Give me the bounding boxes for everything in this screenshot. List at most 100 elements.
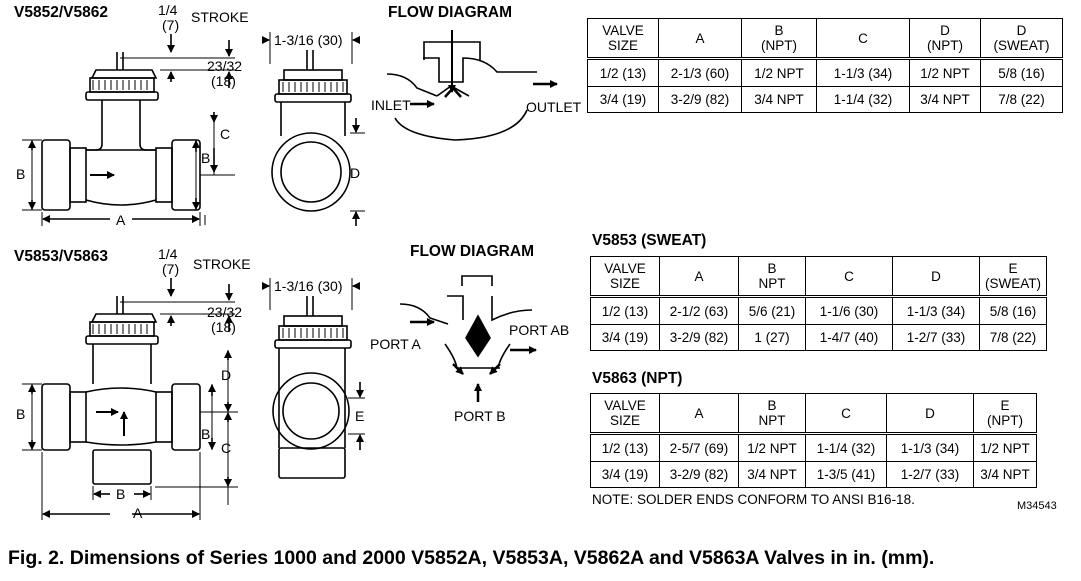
table-cell: 1-4/7 (40) — [805, 324, 893, 351]
top-stroke-mm: (7) — [162, 17, 180, 33]
table-cell: 3-2/9 (82) — [659, 324, 739, 351]
top-flow-title: FLOW DIAGRAM — [388, 4, 512, 21]
table-cell: 3/4 NPT — [909, 86, 981, 113]
table-cell: 3/4 (19) — [590, 324, 660, 351]
top-model-label: V5852/V5862 — [14, 4, 108, 21]
header-c: C — [816, 18, 910, 59]
figure-caption: Fig. 2. Dimensions of Series 1000 and 20… — [8, 547, 935, 569]
table-cell: 2-1/2 (63) — [659, 295, 739, 325]
table-cell: 3/4 NPT — [741, 86, 817, 113]
bottom-side-view — [262, 278, 365, 479]
table-cell: 1/2 NPT — [741, 57, 817, 87]
table-cell: 1-1/4 (32) — [805, 432, 887, 462]
table-cell: 1/2 NPT — [738, 432, 806, 462]
table-row: 1/2 (13) 2-5/7 (69) 1/2 NPT 1-1/4 (32) 1… — [590, 432, 1037, 462]
top-dim-b-right: B — [201, 150, 211, 166]
table-cell: 7/8 (22) — [979, 324, 1047, 351]
table-cell: 1/2 NPT — [909, 57, 981, 87]
table2-title: V5853 (SWEAT) — [592, 232, 707, 249]
top-height-fraction: 23/32 — [207, 58, 243, 74]
bottom-stroke-fraction: 1/4 — [158, 246, 178, 262]
header-a: A — [658, 18, 742, 59]
top-stroke-fraction: 1/4 — [158, 2, 178, 18]
bottom-height-fraction: 23/32 — [207, 304, 243, 320]
table-cell: 1-2/7 (33) — [892, 324, 980, 351]
table3-title: V5863 (NPT) — [592, 370, 683, 387]
bottom-dim-a: A — [133, 505, 143, 521]
table-cell: 1/2 (13) — [587, 57, 659, 87]
bottom-front-view — [22, 278, 238, 520]
top-dim-c: C — [220, 126, 231, 142]
header-c: C — [805, 256, 893, 297]
bottom-dim-b-left: B — [16, 406, 26, 422]
port-a-label: PORT A — [370, 336, 421, 352]
table-cell: 3/4 NPT — [738, 461, 806, 488]
table-cell: 1-3/5 (41) — [805, 461, 887, 488]
top-dim-d: D — [350, 165, 361, 181]
top-height-mm: (18) — [211, 73, 236, 89]
table-cell: 1-1/3 (34) — [886, 432, 974, 462]
bottom-dim-c: C — [221, 440, 232, 456]
bottom-height-mm: (18) — [211, 319, 236, 335]
table-cell: 3/4 (19) — [590, 461, 660, 488]
table-cell: 1 (27) — [738, 324, 806, 351]
bottom-dim-b-right: B — [201, 426, 211, 442]
top-dim-a: A — [116, 212, 126, 228]
table-cell: 1/2 (13) — [590, 432, 660, 462]
header-e-npt: E(NPT) — [973, 393, 1037, 434]
top-side-view — [262, 32, 365, 226]
table-cell: 1-1/3 (34) — [816, 57, 910, 87]
bottom-flow-diagram — [399, 275, 537, 402]
header-a: A — [659, 393, 739, 434]
table-row: 3/4 (19) 3-2/9 (82) 3/4 NPT 1-1/4 (32) 3… — [587, 86, 1063, 113]
bottom-model-label: V5853/V5863 — [14, 248, 108, 265]
bottom-dim-b-bottom: B — [116, 486, 126, 502]
table-cell: 3/4 NPT — [973, 461, 1037, 488]
table-cell: 1/2 NPT — [973, 432, 1037, 462]
table-row: 3/4 (19) 3-2/9 (82) 3/4 NPT 1-3/5 (41) 1… — [590, 461, 1037, 488]
table-cell: 1-1/3 (34) — [892, 295, 980, 325]
table-row: 1/2 (13) 2-1/3 (60) 1/2 NPT 1-1/3 (34) 1… — [587, 57, 1063, 87]
header-e-sweat: E(SWEAT) — [979, 256, 1047, 297]
table-cell: 5/6 (21) — [738, 295, 806, 325]
table-cell: 2-1/3 (60) — [658, 57, 742, 87]
top-front-view — [22, 34, 235, 226]
header-d: D — [886, 393, 974, 434]
header-d-npt: D(NPT) — [909, 18, 981, 59]
table-cell: 1-1/6 (30) — [805, 295, 893, 325]
table-cell: 1-2/7 (33) — [886, 461, 974, 488]
table-cell: 7/8 (22) — [980, 86, 1063, 113]
port-ab-label: PORT AB — [509, 322, 570, 338]
header-d: D — [892, 256, 980, 297]
top-stroke-label: STROKE — [191, 9, 249, 25]
bottom-stroke-label: STROKE — [193, 256, 251, 272]
table-cell: 1-1/4 (32) — [816, 86, 910, 113]
table-cell: 2-5/7 (69) — [659, 432, 739, 462]
port-inlet-label: INLET — [371, 97, 411, 113]
top-dim-b-left: B — [16, 166, 26, 182]
top-width-dim: 1-3/16 (30) — [274, 32, 343, 48]
bottom-stroke-mm: (7) — [162, 261, 180, 277]
header-c: C — [805, 393, 887, 434]
table-row: 1/2 (13) 2-1/2 (63) 5/6 (21) 1-1/6 (30) … — [590, 295, 1047, 325]
top-flow-diagram — [386, 30, 558, 141]
header-a: A — [659, 256, 739, 297]
table-cell: 3/4 (19) — [587, 86, 659, 113]
table-cell: 5/8 (16) — [979, 295, 1047, 325]
table-cell: 3-2/9 (82) — [659, 461, 739, 488]
bottom-dim-e: E — [355, 408, 365, 424]
table-cell: 3-2/9 (82) — [658, 86, 742, 113]
table-cell: 5/8 (16) — [980, 57, 1063, 87]
bottom-width-dim: 1-3/16 (30) — [274, 278, 343, 294]
